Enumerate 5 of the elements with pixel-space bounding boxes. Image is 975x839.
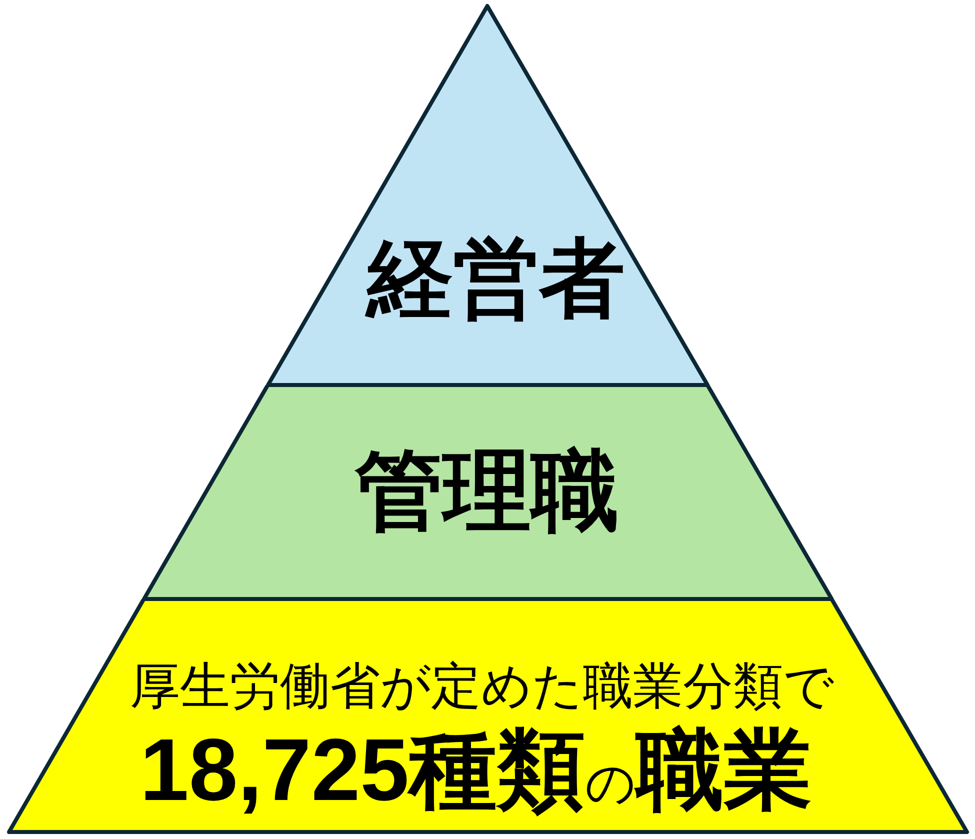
tier-label: 管理職 [354,447,619,535]
tier-label: 経営者 [366,236,625,322]
tier-label: 厚生労働省が定めた職業分類で [130,661,834,711]
tier-label: 18,725種類の職業 [140,726,812,821]
pyramid-base-tier [4,599,972,837]
